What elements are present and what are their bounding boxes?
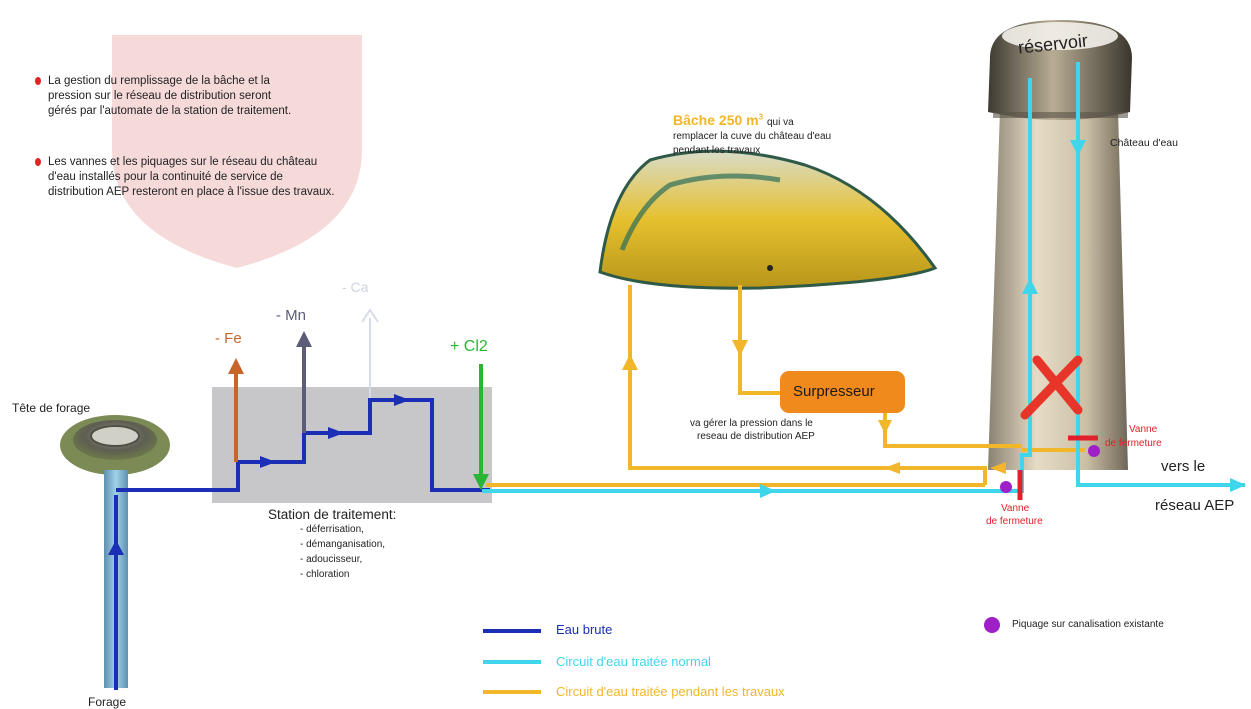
note-2-line-2: d'eau installés pour la continuité de se… xyxy=(48,171,283,183)
bache-title-text: Bâche 250 m xyxy=(673,112,759,128)
tete-forage-label: Tête de forage xyxy=(12,401,91,415)
legend-eau-brute: Eau brute xyxy=(556,622,613,637)
note-2-line-1: Les vannes et les piquages sur le réseau… xyxy=(48,156,318,168)
legend-piquage-dot xyxy=(984,617,1000,633)
note-1-line-1: La gestion du remplissage de la bâche et… xyxy=(48,75,270,87)
chem-cl2: + Cl2 xyxy=(450,338,488,355)
bache-title: Bâche 250 m3 qui va xyxy=(673,112,794,128)
note-2-line-3: distribution AEP resteront en place à l'… xyxy=(48,186,335,198)
station-item-2: - démanganisation, xyxy=(300,539,386,550)
station-title: Station de traitement: xyxy=(268,507,397,522)
closed-x-icon xyxy=(1020,355,1083,420)
note-2: Les vannes et les piquages sur le réseau… xyxy=(35,155,335,200)
legend-piquage: Piquage sur canalisation existante xyxy=(1012,619,1164,630)
vanne-right-line-1: Vanne xyxy=(1129,424,1158,435)
note-1: La gestion du remplissage de la bâche et… xyxy=(35,74,292,119)
surpresseur-box xyxy=(780,371,905,413)
valve-bottom xyxy=(1000,470,1023,500)
wellhead-icon xyxy=(60,415,170,475)
chem-mn: - Mn xyxy=(276,307,306,324)
station-item-1: - déferrisation, xyxy=(300,524,364,535)
legend-travaux: Circuit d'eau traitée pendant les travau… xyxy=(556,684,785,699)
vanne-right-line-2: de fermeture xyxy=(1105,438,1162,449)
bache-title-rest: qui va xyxy=(766,117,794,128)
chem-fe: - Fe xyxy=(215,330,242,347)
surpresseur-note-1: va gérer la pression dans le xyxy=(690,418,813,429)
bache-line-3: pendant les travaux xyxy=(673,145,761,156)
bache-line-2: remplacer la cuve du château d'eau xyxy=(673,131,832,142)
note-1-line-2: pression sur le réseau de distribution s… xyxy=(48,90,272,102)
bache-tank xyxy=(598,149,938,290)
vers-line-2: réseau AEP xyxy=(1155,497,1235,514)
chem-ca: - Ca xyxy=(342,279,369,295)
water-tower xyxy=(988,20,1132,470)
legend-normal: Circuit d'eau traitée normal xyxy=(556,654,711,669)
station-item-4: - chloration xyxy=(300,569,350,580)
bache-unit-sup: 3 xyxy=(758,112,764,122)
station-item-3: - adoucisseur, xyxy=(300,554,363,565)
works-circuit xyxy=(486,285,1085,487)
surpresseur-note-2: reseau de distribution AEP xyxy=(697,431,815,442)
surpresseur-label: Surpresseur xyxy=(793,383,875,400)
vers-line-1: vers le xyxy=(1161,458,1206,475)
watermark-emblem xyxy=(112,35,362,268)
bullet-icon xyxy=(35,158,41,166)
chateau-caption: Château d'eau xyxy=(1110,137,1178,149)
note-1-line-3: gérés par l'automate de la station de tr… xyxy=(48,105,292,117)
treatment-station-box xyxy=(212,387,492,503)
valve-right xyxy=(1068,435,1100,457)
bullet-icon xyxy=(35,77,41,85)
normal-circuit xyxy=(482,62,1245,493)
forage-label: Forage xyxy=(88,695,127,709)
vanne-bottom-line-1: Vanne xyxy=(1001,503,1030,514)
vanne-bottom-line-2: de fermeture xyxy=(986,516,1043,527)
